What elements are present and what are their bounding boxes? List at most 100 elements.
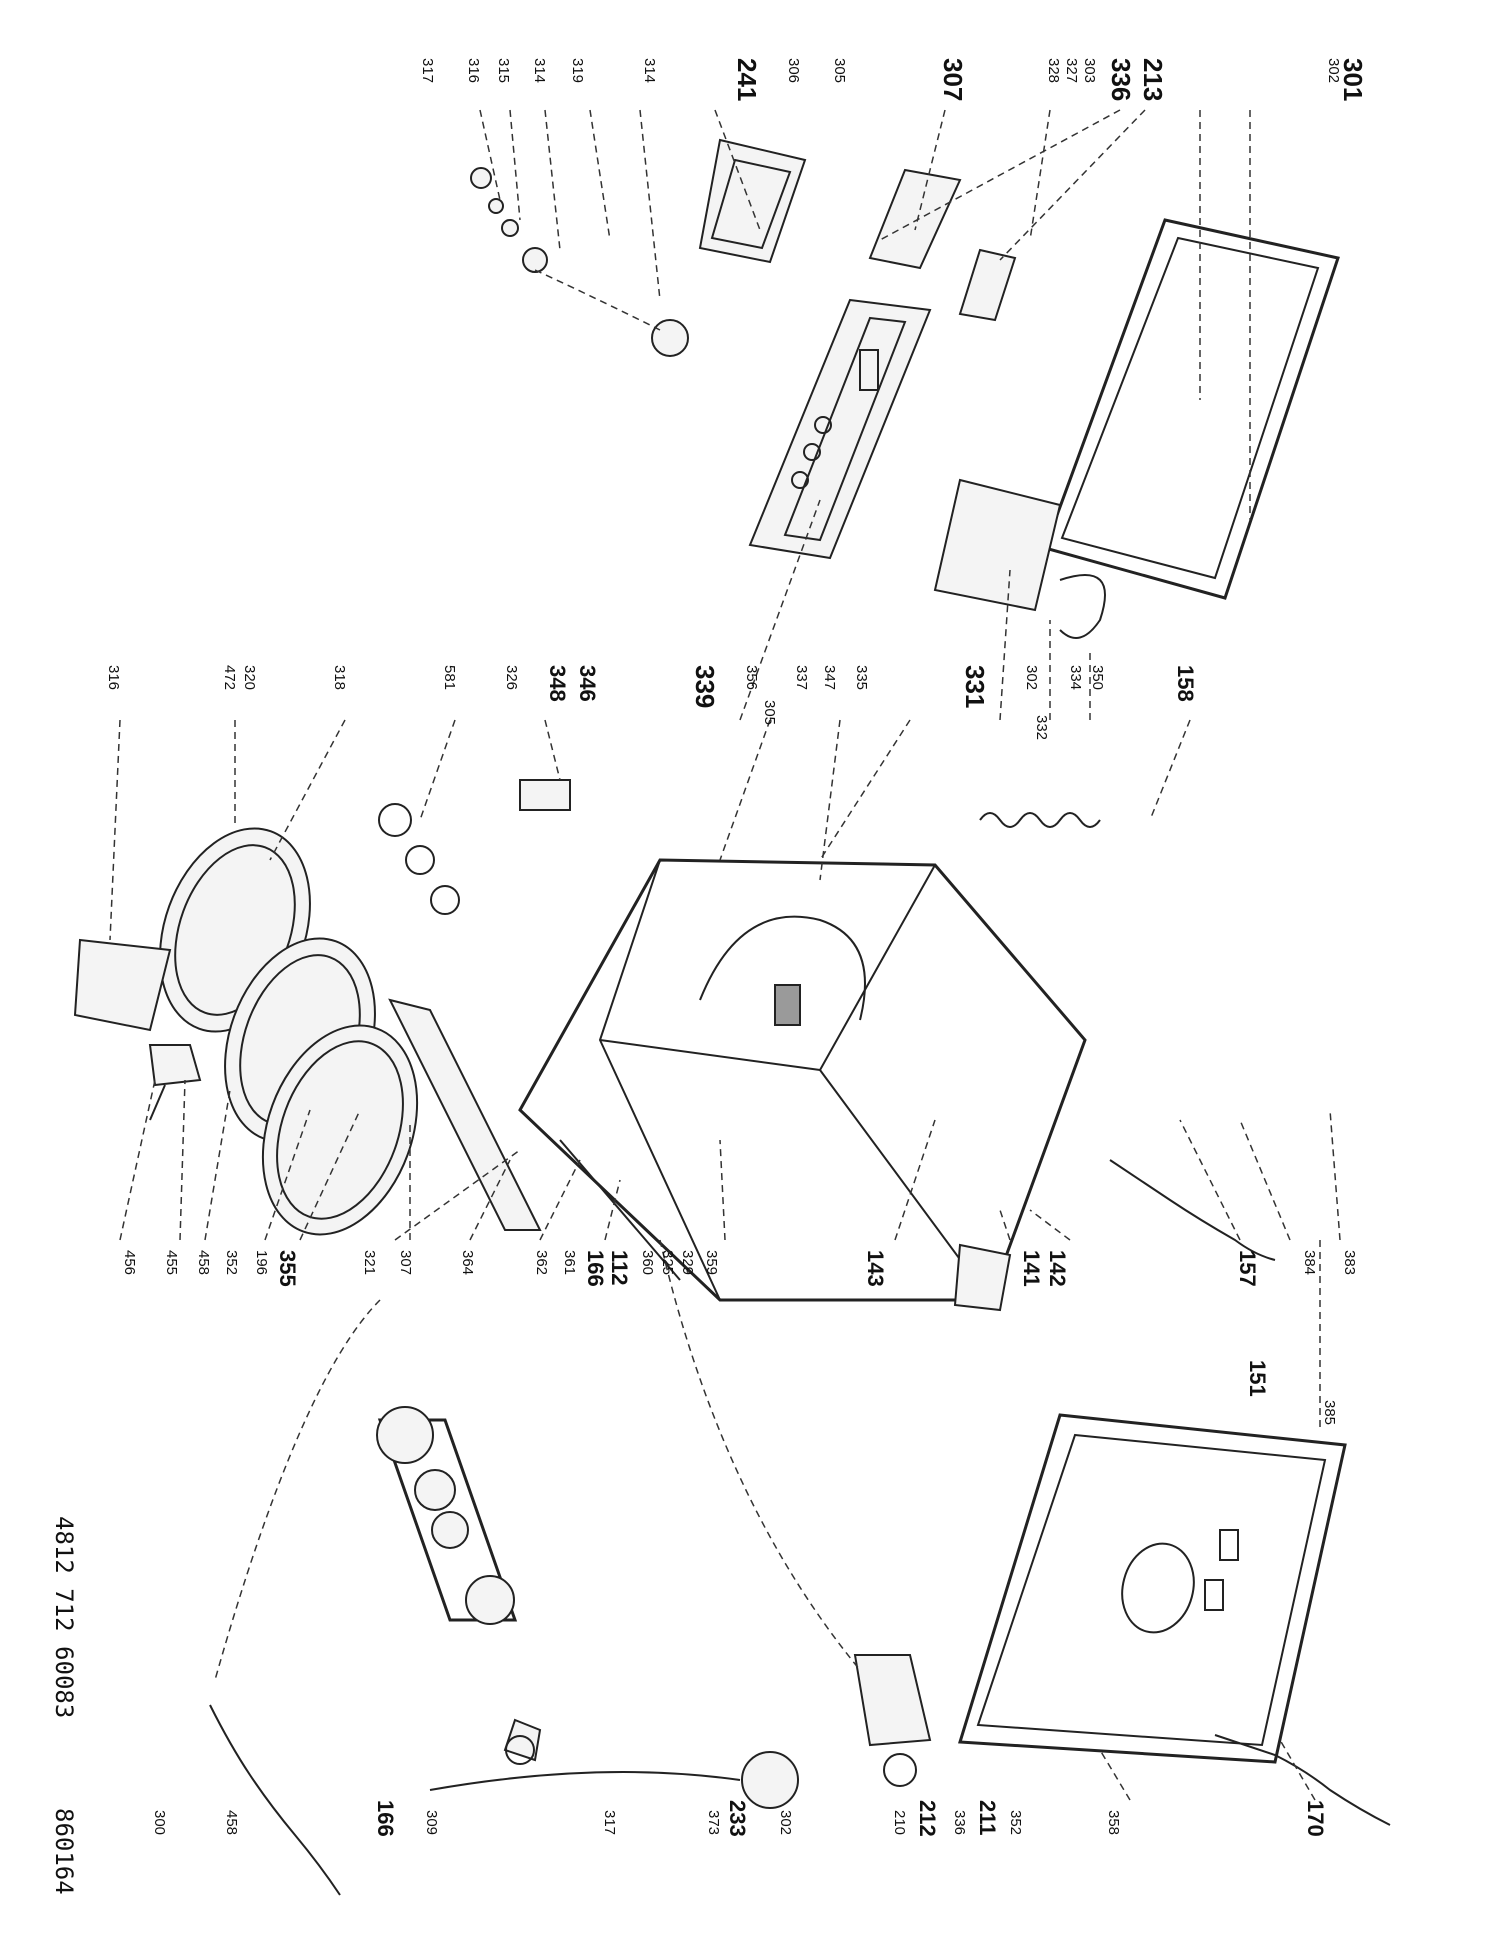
part-label-346: 346 xyxy=(575,665,600,702)
part-label-364: 364 xyxy=(459,1250,476,1276)
cabinet-body xyxy=(518,858,1087,1302)
part-label-317: 317 xyxy=(419,58,436,84)
part-label-383: 383 xyxy=(1341,1250,1358,1276)
part-label-143: 143 xyxy=(863,1250,888,1287)
part-label-339: 339 xyxy=(690,665,720,709)
service-flap xyxy=(73,938,172,1032)
drawer-insert xyxy=(868,168,962,270)
part-label-316: 316 xyxy=(465,58,482,84)
part-label-319: 319 xyxy=(569,58,586,84)
part-label-320: 320 xyxy=(241,665,258,691)
part-label-326: 326 xyxy=(503,665,520,691)
part-label-347: 347 xyxy=(821,665,838,691)
part-label-455: 455 xyxy=(163,1250,180,1276)
part-label-309: 309 xyxy=(423,1810,440,1836)
part-label-337: 337 xyxy=(793,665,810,691)
part-label-317b: 317 xyxy=(601,1810,618,1836)
part-label-314b: 314 xyxy=(531,58,548,84)
part-label-210: 210 xyxy=(891,1810,908,1836)
part-label-321: 321 xyxy=(361,1250,378,1276)
part-label-213: 213 xyxy=(1138,58,1168,102)
part-label-142: 142 xyxy=(1045,1250,1070,1287)
inlet-hose xyxy=(1109,1159,1276,1261)
part-label-305b: 305 xyxy=(761,700,778,726)
part-label-166: 166 xyxy=(583,1250,608,1287)
part-label-303: 303 xyxy=(1081,58,1098,84)
motor-unit xyxy=(953,1243,1012,1312)
part-label-212: 212 xyxy=(915,1800,940,1837)
top-cover-panel xyxy=(1043,218,1340,600)
part-label-166b: 166 xyxy=(373,1800,398,1837)
part-label-302: 302 xyxy=(1325,58,1342,84)
door-latch xyxy=(148,1044,202,1121)
part-label-307b: 307 xyxy=(397,1250,414,1276)
part-label-314a: 314 xyxy=(641,58,658,84)
leader-lines xyxy=(109,109,1341,1801)
part-label-356: 356 xyxy=(743,665,760,691)
power-cord xyxy=(1214,1734,1391,1826)
part-label-456: 456 xyxy=(121,1250,138,1276)
motor-terminal xyxy=(853,1654,932,1787)
part-label-158: 158 xyxy=(1173,665,1198,702)
part-label-385: 385 xyxy=(1321,1400,1338,1426)
part-label-328: 328 xyxy=(1045,58,1062,84)
part-label-352b: 352 xyxy=(1007,1810,1024,1836)
part-label-373: 373 xyxy=(705,1810,722,1836)
part-label-329: 329 xyxy=(679,1250,696,1276)
part-label-241: 241 xyxy=(732,58,762,102)
back-panel xyxy=(958,1413,1347,1764)
part-label-316b: 316 xyxy=(105,665,122,691)
part-label-331: 331 xyxy=(960,665,990,709)
part-label-352: 352 xyxy=(223,1250,240,1276)
part-label-300: 300 xyxy=(151,1810,168,1836)
part-label-458: 458 xyxy=(195,1250,212,1276)
part-label-196: 196 xyxy=(253,1250,270,1276)
part-label-302c: 302 xyxy=(777,1810,794,1836)
part-label-350: 350 xyxy=(1089,665,1106,691)
part-label-332: 332 xyxy=(1033,715,1050,741)
part-label-334: 334 xyxy=(1067,665,1084,691)
control-panel xyxy=(748,298,932,560)
door-hinge xyxy=(519,779,571,811)
drawing-code-left: 4812 712 60083 xyxy=(50,1516,78,1719)
part-label-384: 384 xyxy=(1301,1250,1318,1276)
part-label-315: 315 xyxy=(495,58,512,84)
part-label-170: 170 xyxy=(1303,1800,1328,1837)
drain-hose xyxy=(209,1704,341,1896)
part-label-112: 112 xyxy=(607,1250,632,1286)
part-label-306: 306 xyxy=(785,58,802,84)
part-label-157: 157 xyxy=(1235,1250,1260,1287)
drawer-seal xyxy=(958,248,1017,322)
pump-module xyxy=(376,1406,542,1765)
door-seal-rings xyxy=(159,827,419,1236)
part-label-336: 336 xyxy=(1106,58,1136,102)
detergent-drawer xyxy=(698,138,807,264)
part-label-141: 141 xyxy=(1019,1250,1044,1287)
valve-block xyxy=(933,478,1106,639)
part-label-458b: 458 xyxy=(223,1810,240,1836)
part-label-307: 307 xyxy=(938,58,968,102)
part-label-472: 472 xyxy=(221,665,238,691)
part-label-361: 361 xyxy=(561,1250,578,1276)
pressure-switch xyxy=(429,1751,799,1809)
part-label-318: 318 xyxy=(331,665,348,691)
part-label-325: 325 xyxy=(659,1250,676,1276)
drawing-code-bottom: 860164 xyxy=(50,1808,78,1895)
part-label-211: 211 xyxy=(975,1800,1000,1836)
part-label-360: 360 xyxy=(639,1250,656,1276)
part-label-359: 359 xyxy=(703,1250,720,1276)
part-label-581: 581 xyxy=(441,665,458,691)
part-label-305: 305 xyxy=(831,58,848,84)
knob-assembly xyxy=(470,167,689,357)
part-label-336b: 336 xyxy=(951,1810,968,1836)
part-label-302b: 302 xyxy=(1023,665,1040,691)
part-label-327: 327 xyxy=(1063,58,1080,84)
front-bar xyxy=(378,803,542,1231)
part-label-362: 362 xyxy=(533,1250,550,1276)
part-label-335: 335 xyxy=(853,665,870,691)
part-label-358: 358 xyxy=(1105,1810,1122,1836)
part-label-348: 348 xyxy=(545,665,570,702)
suspension-spring xyxy=(979,812,1101,828)
